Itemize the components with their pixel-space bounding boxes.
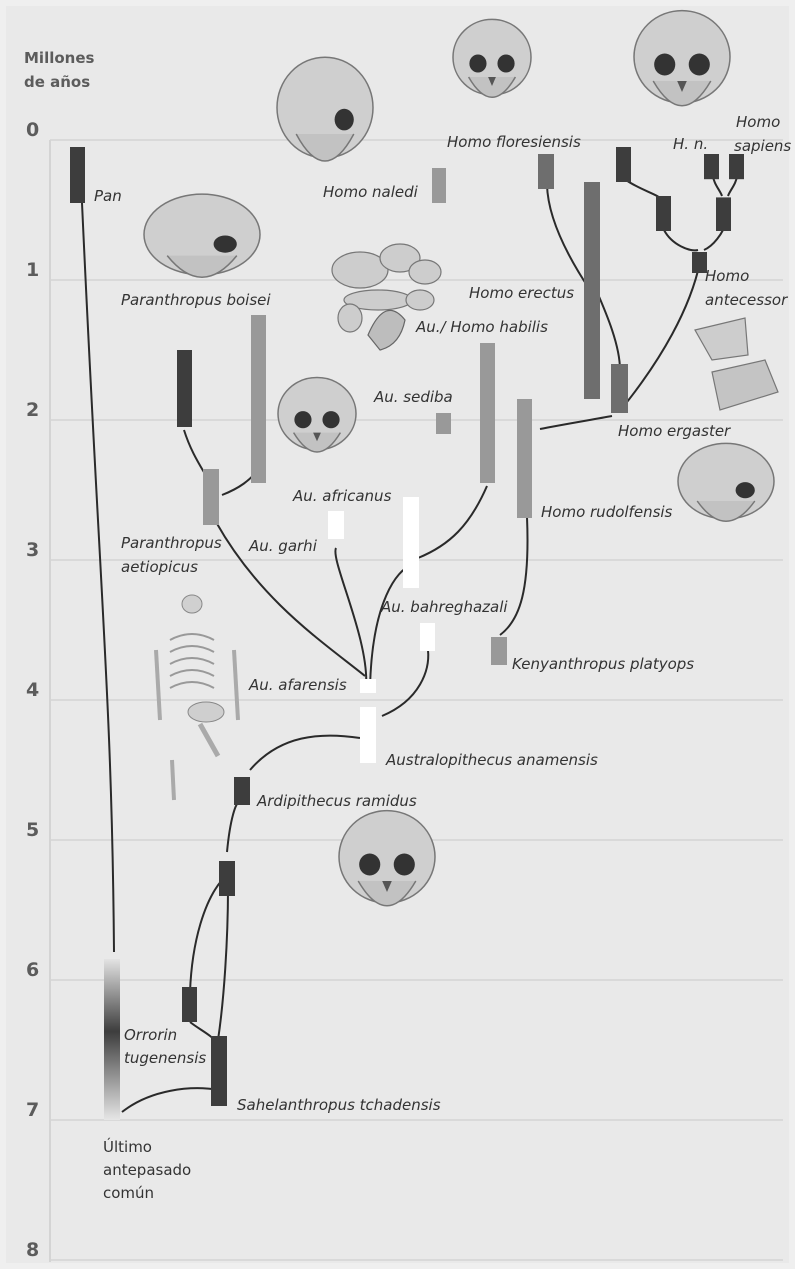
range-bar-ardipithecus-ramidus <box>234 777 250 805</box>
tick-label: 2 <box>26 399 39 421</box>
tick-label: 5 <box>26 819 39 841</box>
range-bar-kenyanthropus-platyops <box>491 637 507 665</box>
lineage-link <box>418 486 487 558</box>
species-label-au-bahreghazali: Au. bahreghazali <box>380 598 508 616</box>
range-bar-ardipithecus-early <box>219 861 235 896</box>
species-label-ultimo-antepasado: antepasado <box>103 1161 191 1179</box>
species-label-homo-naledi: Homo naledi <box>323 183 419 201</box>
tick-label: 7 <box>26 1099 39 1121</box>
species-label-au-homo-habilis: Au./ Homo habilis <box>415 318 548 336</box>
lineage-link <box>500 517 528 635</box>
species-label-orrorin-tugenensis: Orrorin <box>124 1026 177 1044</box>
range-bar-au-bahreghazali <box>420 623 435 651</box>
range-bar-pan <box>70 147 85 203</box>
bone-fragments-icon <box>695 318 778 410</box>
skull-front-icon <box>339 811 435 906</box>
range-bar-homo-sapiens-segment <box>716 197 731 231</box>
range-bar-au-homo-habilis <box>480 343 495 483</box>
species-label-homo-floresiensis: Homo floresiensis <box>447 133 581 151</box>
species-label-ultimo-antepasado: común <box>103 1184 154 1202</box>
range-bar-homo-sapiens <box>729 154 744 179</box>
range-bar-homo-floresiensis <box>538 154 554 189</box>
range-bar-h-n <box>704 154 719 179</box>
skull-front-icon <box>634 11 730 106</box>
lineage-link <box>122 1088 219 1112</box>
lineage-link <box>335 548 366 688</box>
species-label-au-africanus: Au. africanus <box>292 487 392 505</box>
tick-label: 1 <box>26 259 39 281</box>
species-label-homo-antecessor: Homo <box>705 267 749 285</box>
lineage-link <box>627 262 700 402</box>
range-bar-homo-ergaster <box>611 364 628 413</box>
range-bar-paranthropus-boisei-segment <box>177 350 192 427</box>
skull-side-icon <box>678 443 774 521</box>
species-label-ultimo-antepasado: Último <box>103 1137 152 1156</box>
skull-side-icon <box>144 194 260 277</box>
species-label-paranthropus-boisei: Paranthropus boisei <box>121 291 271 309</box>
lineage-link <box>218 888 228 1040</box>
species-label-australopithecus-anamensis: Australopithecus anamensis <box>385 751 598 769</box>
lineage-link <box>540 416 612 429</box>
range-bar-homo-naledi <box>432 168 446 203</box>
species-label-pan: Pan <box>94 187 122 205</box>
species-label-sahelanthropus-tchadensis: Sahelanthropus tchadensis <box>237 1096 441 1114</box>
tick-label: 8 <box>26 1239 39 1261</box>
species-label-ardipithecus-ramidus: Ardipithecus ramidus <box>256 792 417 810</box>
range-bar-homo-rudolfensis <box>517 399 532 518</box>
species-label-au-sediba: Au. sediba <box>373 388 453 406</box>
lineage-link <box>227 802 240 852</box>
species-label-homo-rudolfensis: Homo rudolfensis <box>541 503 673 521</box>
species-label-homo-antecessor: antecessor <box>705 291 788 309</box>
range-bar-au-afarensis <box>360 679 376 693</box>
species-label-kenyanthropus-platyops: Kenyanthropus platyops <box>512 655 694 673</box>
tick-label: 3 <box>26 539 39 561</box>
range-bar-h-n-segment <box>656 196 671 231</box>
lineage-link <box>704 230 723 250</box>
species-label-orrorin-tugenensis: tugenensis <box>124 1049 206 1067</box>
range-bar-h-n-segment <box>616 147 631 182</box>
tick-label: 6 <box>26 959 39 981</box>
skull-front-icon <box>453 19 531 97</box>
range-bar-paranthropus-aetiopicus <box>203 469 219 525</box>
range-bar-homo-erectus <box>584 182 600 399</box>
skull-side-icon <box>277 57 373 161</box>
species-label-homo-ergaster: Homo ergaster <box>618 422 731 440</box>
skull-front-icon <box>278 378 356 452</box>
range-bar-au-garhi <box>328 511 344 539</box>
species-label-paranthropus-aetiopicus: Paranthropus <box>121 534 222 552</box>
tick-label: 4 <box>26 679 39 701</box>
species-label-h-n: H. n. <box>673 135 708 153</box>
range-bar-ultimo-antepasado <box>104 959 120 1120</box>
species-label-homo-sapiens: Homo <box>736 113 780 131</box>
species-label-homo-sapiens: sapiens <box>734 137 791 155</box>
skeleton-icon <box>156 595 238 800</box>
lineage-link <box>250 736 360 770</box>
range-bar-paranthropus-boisei <box>251 315 266 483</box>
lineage-link <box>190 880 222 992</box>
tick-label: 0 <box>26 119 39 141</box>
species-label-homo-erectus: Homo erectus <box>469 284 574 302</box>
lineage-link <box>382 650 428 716</box>
species-label-paranthropus-aetiopicus: aetiopicus <box>121 558 198 576</box>
range-bar-australopithecus-anamensis <box>360 707 376 763</box>
species-label-au-garhi: Au. garhi <box>248 537 318 555</box>
range-bar-orrorin-tugenensis <box>182 987 197 1022</box>
lineage-link <box>664 230 698 250</box>
range-bar-sahelanthropus-tchadensis <box>211 1036 227 1106</box>
range-bar-au-sediba <box>436 413 451 434</box>
range-bar-au-africanus <box>403 497 419 588</box>
lineage-link <box>547 185 590 290</box>
species-label-au-afarensis: Au. afarensis <box>248 676 347 694</box>
